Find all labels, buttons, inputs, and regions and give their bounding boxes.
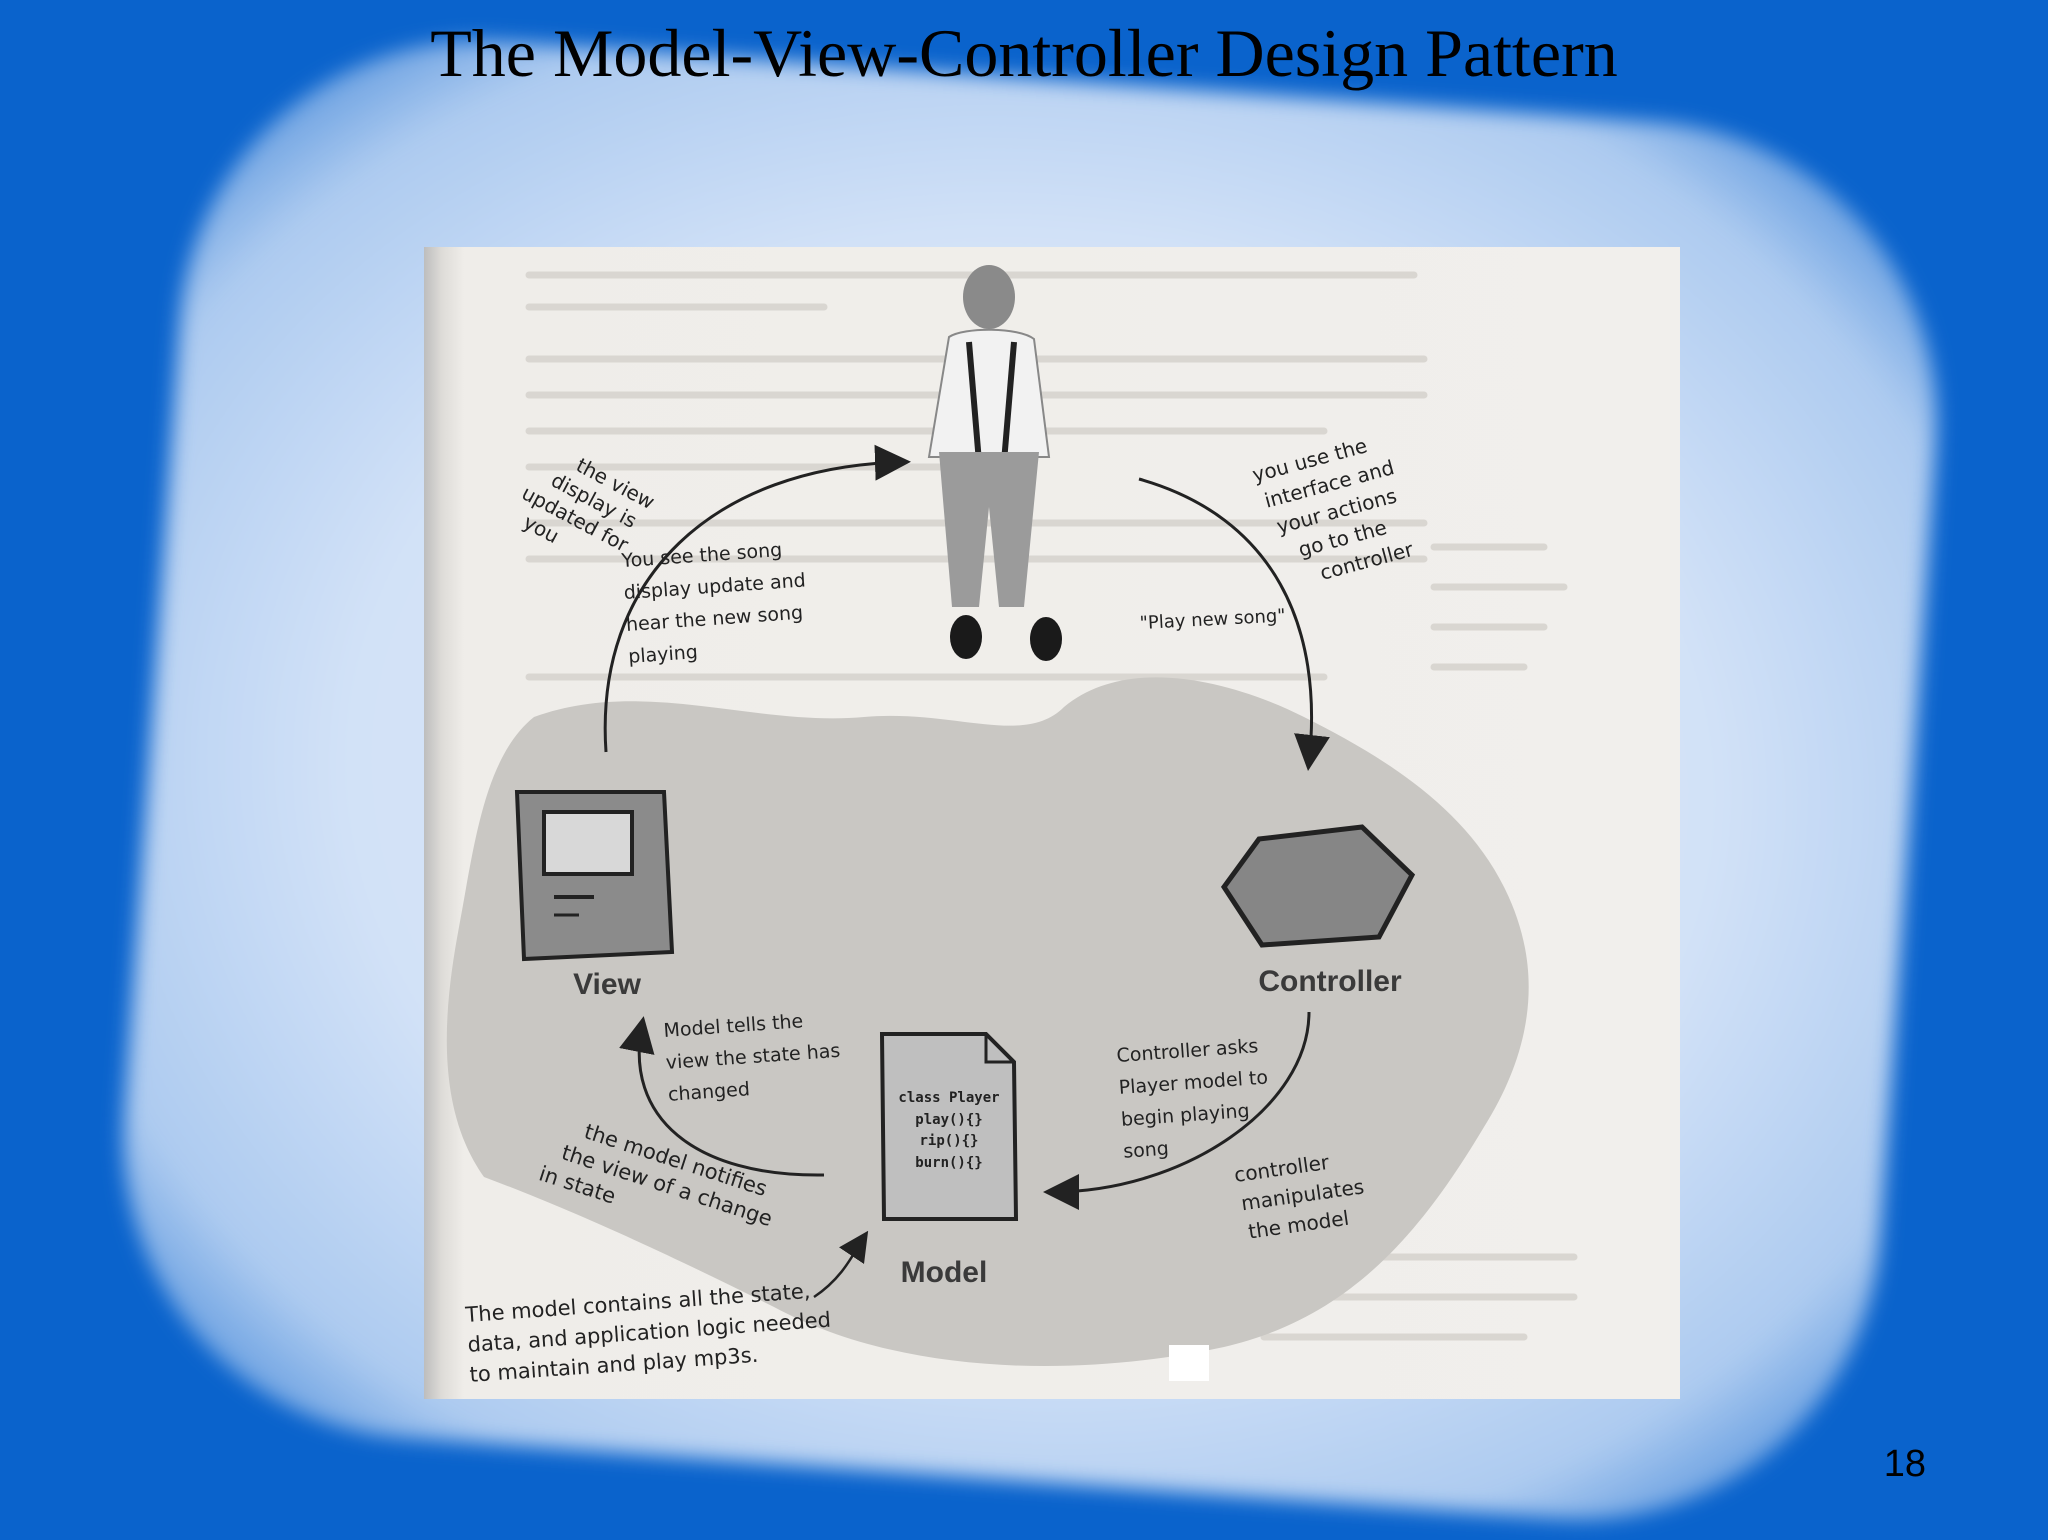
grey-blob [446, 677, 1529, 1367]
arrow-user-to-controller [1138, 477, 1330, 771]
note-you-use: you use the interface and your actions g… [1250, 433, 1417, 584]
svg-text:playing: playing [628, 641, 699, 668]
mvc-diagram: View Controller class Player play(){} ri… [446, 265, 1578, 1387]
note-you-see: You see the song display update and hear… [620, 539, 807, 668]
background-text-lines [525, 271, 1578, 1341]
white-smudge [1169, 1345, 1209, 1381]
arrow-note-to-model [813, 1230, 869, 1299]
model-code-line: class Player [898, 1090, 999, 1106]
model-label: Model [901, 1256, 988, 1289]
svg-text:You see the song: You see the song [620, 539, 783, 572]
arrow-model-to-view [619, 1016, 825, 1177]
view-computer-icon [514, 790, 675, 962]
mvc-diagram-image: View Controller class Player play(){} ri… [424, 247, 1680, 1399]
model-code-line: rip(){} [919, 1133, 978, 1149]
controller-hexagon-icon [1220, 824, 1416, 948]
model-document-icon: class Player play(){} rip(){} burn(){} [879, 1032, 1019, 1221]
model-code-line: play(){} [915, 1112, 982, 1128]
note-play-new-song: "Play new song" [1139, 605, 1286, 634]
svg-text:song: song [1123, 1138, 1170, 1163]
model-code-line: burn(){} [915, 1155, 982, 1171]
slide-title: The Model-View-Controller Design Pattern [430, 15, 1618, 91]
svg-text:hear the new song: hear the new song [625, 602, 803, 636]
arrow-view-to-user [603, 444, 911, 753]
view-label: View [573, 968, 641, 1001]
person-figure [927, 265, 1062, 661]
arrow-controller-to-model [1043, 1011, 1311, 1210]
note-model-contains: The model contains all the state, data, … [464, 1279, 832, 1387]
controller-label: Controller [1258, 965, 1402, 998]
page-number: 18 [1883, 1443, 1926, 1485]
